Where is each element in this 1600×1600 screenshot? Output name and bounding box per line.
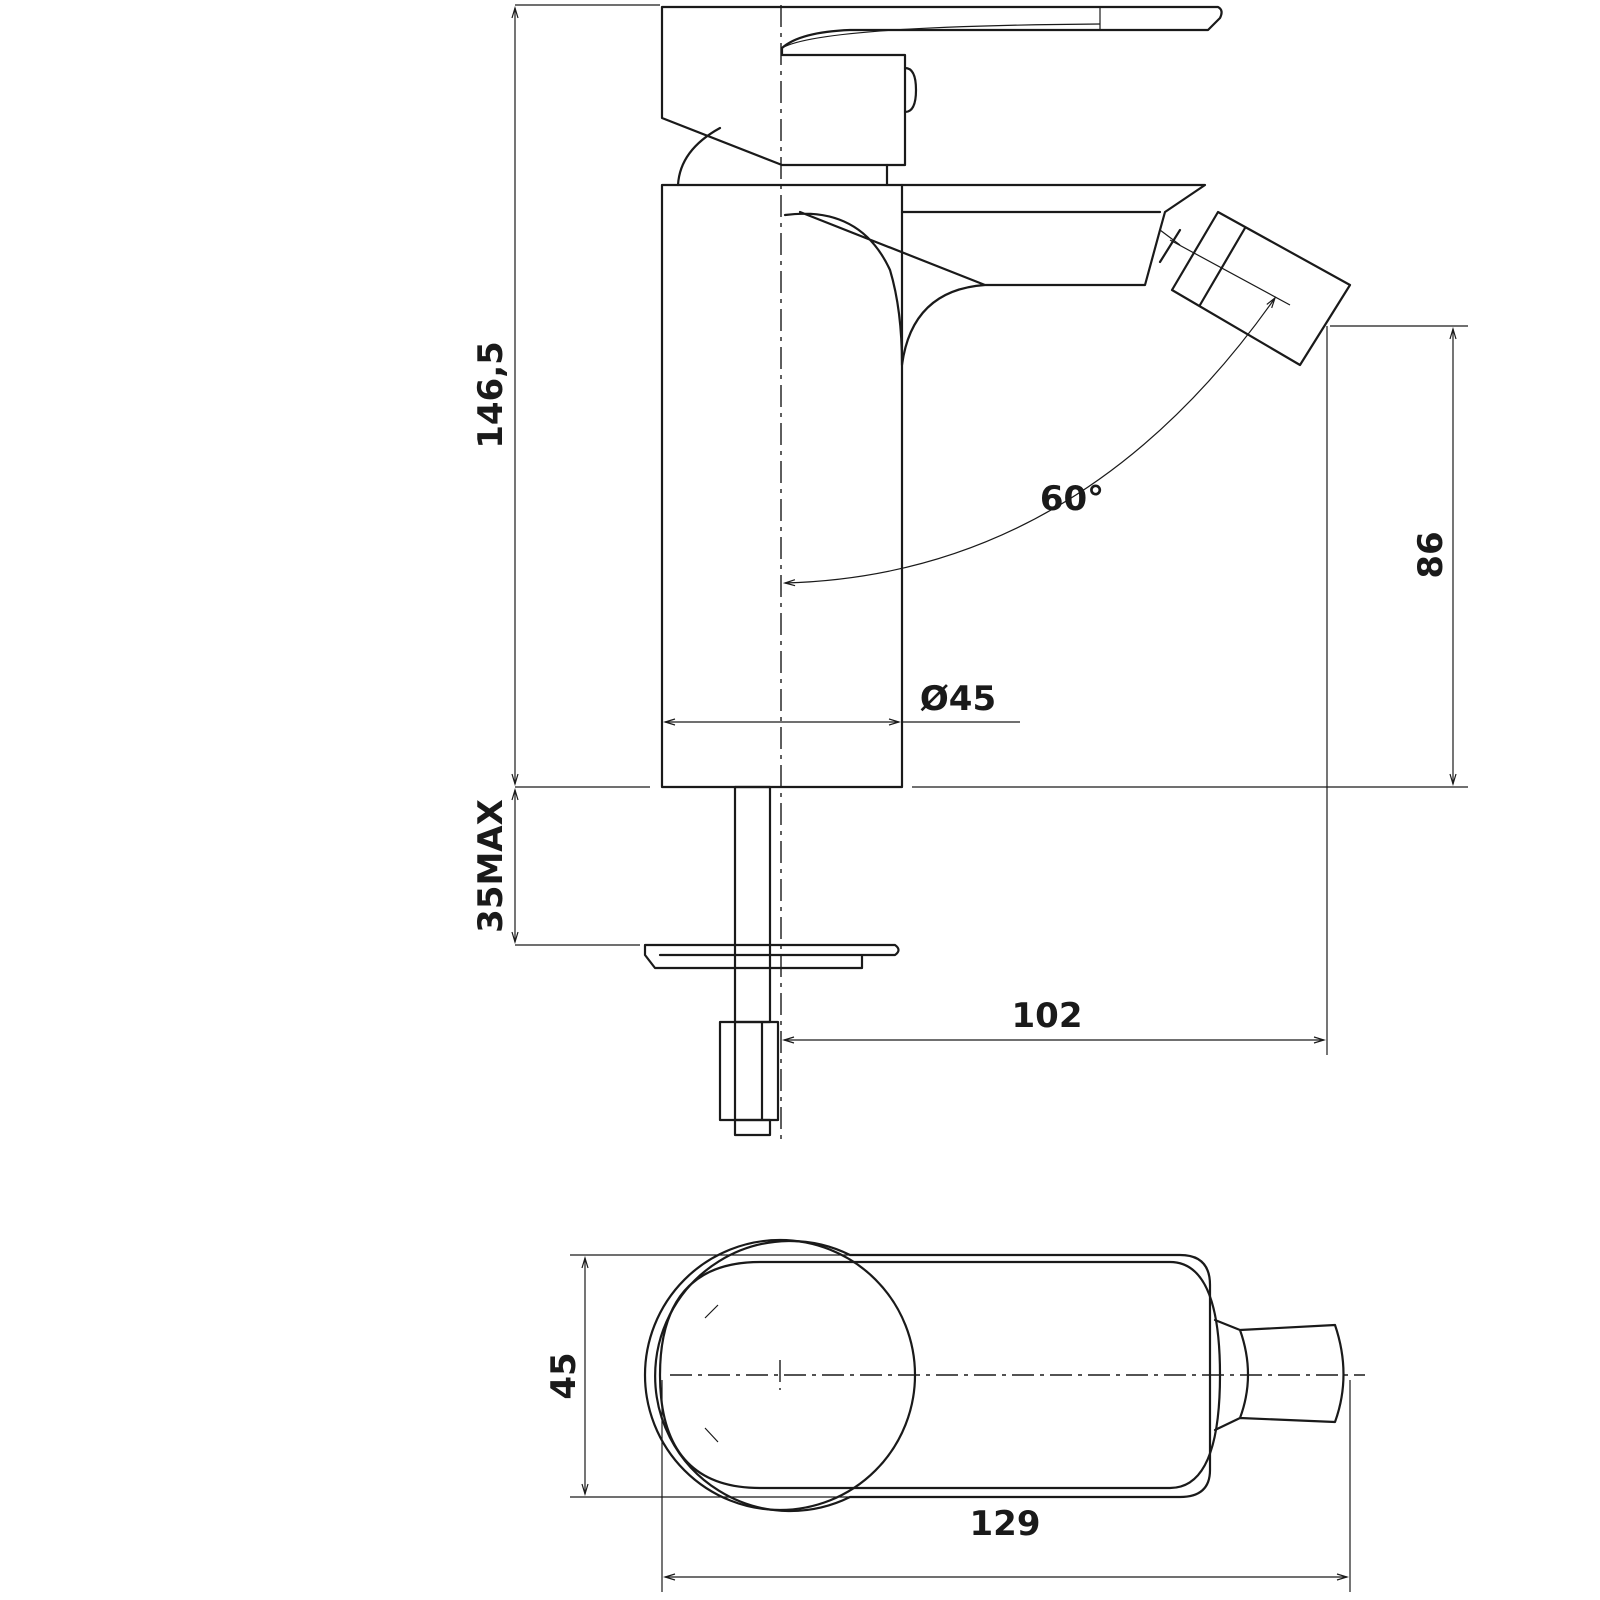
side-view: 146,5 35MAX Ø45 60° 86 102 (471, 4, 1468, 1140)
dim-top-length: 129 (970, 1504, 1041, 1544)
top-view: 45 129 (544, 1238, 1365, 1592)
body-outline-top (654, 1239, 1212, 1513)
dim-spout-reach: 102 (1012, 996, 1083, 1036)
lever-top (658, 1260, 1222, 1490)
fixing-washer (643, 943, 900, 970)
dim-top-width: 45 (544, 1352, 584, 1399)
hex-nut (718, 1020, 780, 1122)
spout (783, 183, 1207, 367)
dim-spout-height: 86 (1411, 531, 1451, 578)
dim-max-counter-thickness: 35MAX (471, 799, 511, 933)
dim-total-height: 146,5 (471, 341, 511, 449)
centerline-top (670, 1360, 1365, 1390)
mounting-rod (733, 785, 772, 1024)
cartridge-dome (676, 126, 722, 187)
mixer-body (660, 183, 904, 789)
nozzle (1158, 210, 1352, 367)
dim-spray-angle: 60° (1040, 479, 1104, 519)
lever-handle (660, 5, 1223, 167)
dim-body-diameter: Ø45 (920, 679, 996, 719)
